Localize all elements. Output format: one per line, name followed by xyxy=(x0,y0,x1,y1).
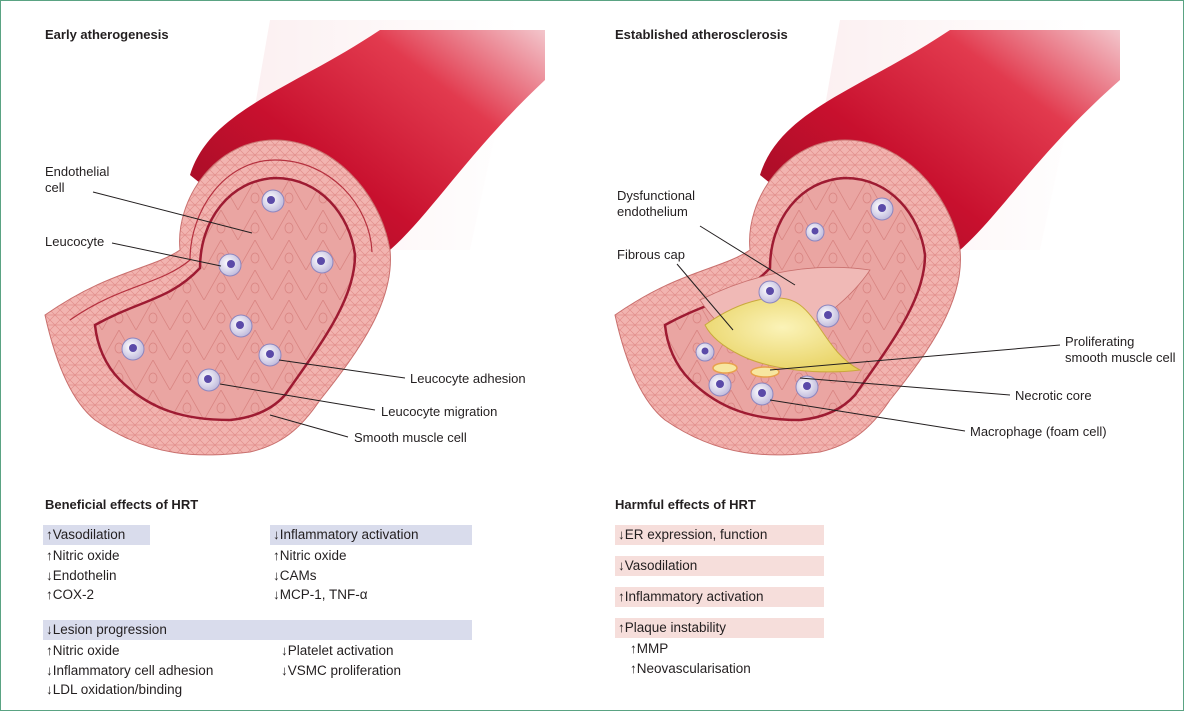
label-necrotic-core: Necrotic core xyxy=(1015,388,1092,404)
plaque-instability-header: ↑Plaque instability xyxy=(615,618,824,638)
label-leucocyte-adhesion: Leucocyte adhesion xyxy=(410,371,526,387)
label-proliferating-smc: Proliferating smooth muscle cell xyxy=(1065,334,1176,366)
label-smooth-muscle-cell: Smooth muscle cell xyxy=(354,430,467,446)
list-item: ↓LDL oxidation/binding xyxy=(46,680,213,700)
label-macrophage: Macrophage (foam cell) xyxy=(970,424,1107,440)
list-item: ↑Nitric oxide xyxy=(46,641,213,661)
beneficial-title: Beneficial effects of HRT xyxy=(45,497,198,512)
list-item: ↓MCP-1, TNF-α xyxy=(273,585,368,605)
smooth-muscle-cell-shape xyxy=(751,367,779,377)
list-item: ↓Inflammatory cell adhesion xyxy=(46,661,213,681)
lesion-list-col2: ↓Platelet activation ↓VSMC proliferation xyxy=(281,641,401,680)
label-dysfunctional-endothelium: Dysfunctional endothelium xyxy=(617,188,695,220)
vasodilation-header: ↑Vasodilation xyxy=(43,525,150,545)
list-item: ↓Platelet activation xyxy=(281,641,401,661)
lesion-header: ↓Lesion progression xyxy=(43,620,472,640)
label-dysfunctional-line1: Dysfunctional xyxy=(617,188,695,204)
lesion-list-col1: ↑Nitric oxide ↓Inflammatory cell adhesio… xyxy=(46,641,213,700)
label-dysfunctional-line2: endothelium xyxy=(617,204,695,220)
label-endothelial: Endothelial cell xyxy=(45,164,109,196)
label-leucocyte: Leucocyte xyxy=(45,234,104,250)
panel-title-early: Early atherogenesis xyxy=(45,27,169,42)
label-leucocyte-migration: Leucocyte migration xyxy=(381,404,497,420)
harmful-title: Harmful effects of HRT xyxy=(615,497,756,512)
list-item: ↓VSMC proliferation xyxy=(281,661,401,681)
list-item: ↑Nitric oxide xyxy=(46,546,120,566)
panel-title-established: Established atherosclerosis xyxy=(615,27,788,42)
label-proliferating-line1: Proliferating xyxy=(1065,334,1176,350)
smooth-muscle-cell-shape xyxy=(713,363,737,373)
label-proliferating-line2: smooth muscle cell xyxy=(1065,350,1176,366)
list-item: ↑Nitric oxide xyxy=(273,546,368,566)
list-item: ↓Endothelin xyxy=(46,566,120,586)
label-fibrous-cap: Fibrous cap xyxy=(617,247,685,263)
plaque-instability-list: ↑MMP ↑Neovascularisation xyxy=(630,639,751,678)
vasodilation-list: ↑Nitric oxide ↓Endothelin ↑COX-2 xyxy=(46,546,120,605)
vasodilation-harm-header: ↓Vasodilation xyxy=(615,556,824,576)
inflammatory-header: ↓Inflammatory activation xyxy=(270,525,472,545)
list-item: ↑MMP xyxy=(630,639,751,659)
list-item: ↓CAMs xyxy=(273,566,368,586)
inflammatory-list: ↑Nitric oxide ↓CAMs ↓MCP-1, TNF-α xyxy=(273,546,368,605)
list-item: ↑COX-2 xyxy=(46,585,120,605)
label-endothelial-line1: Endothelial xyxy=(45,164,109,180)
list-item: ↑Neovascularisation xyxy=(630,659,751,679)
inflammatory-harm-header: ↑Inflammatory activation xyxy=(615,587,824,607)
er-expression-header: ↓ER expression, function xyxy=(615,525,824,545)
label-endothelial-line2: cell xyxy=(45,180,109,196)
